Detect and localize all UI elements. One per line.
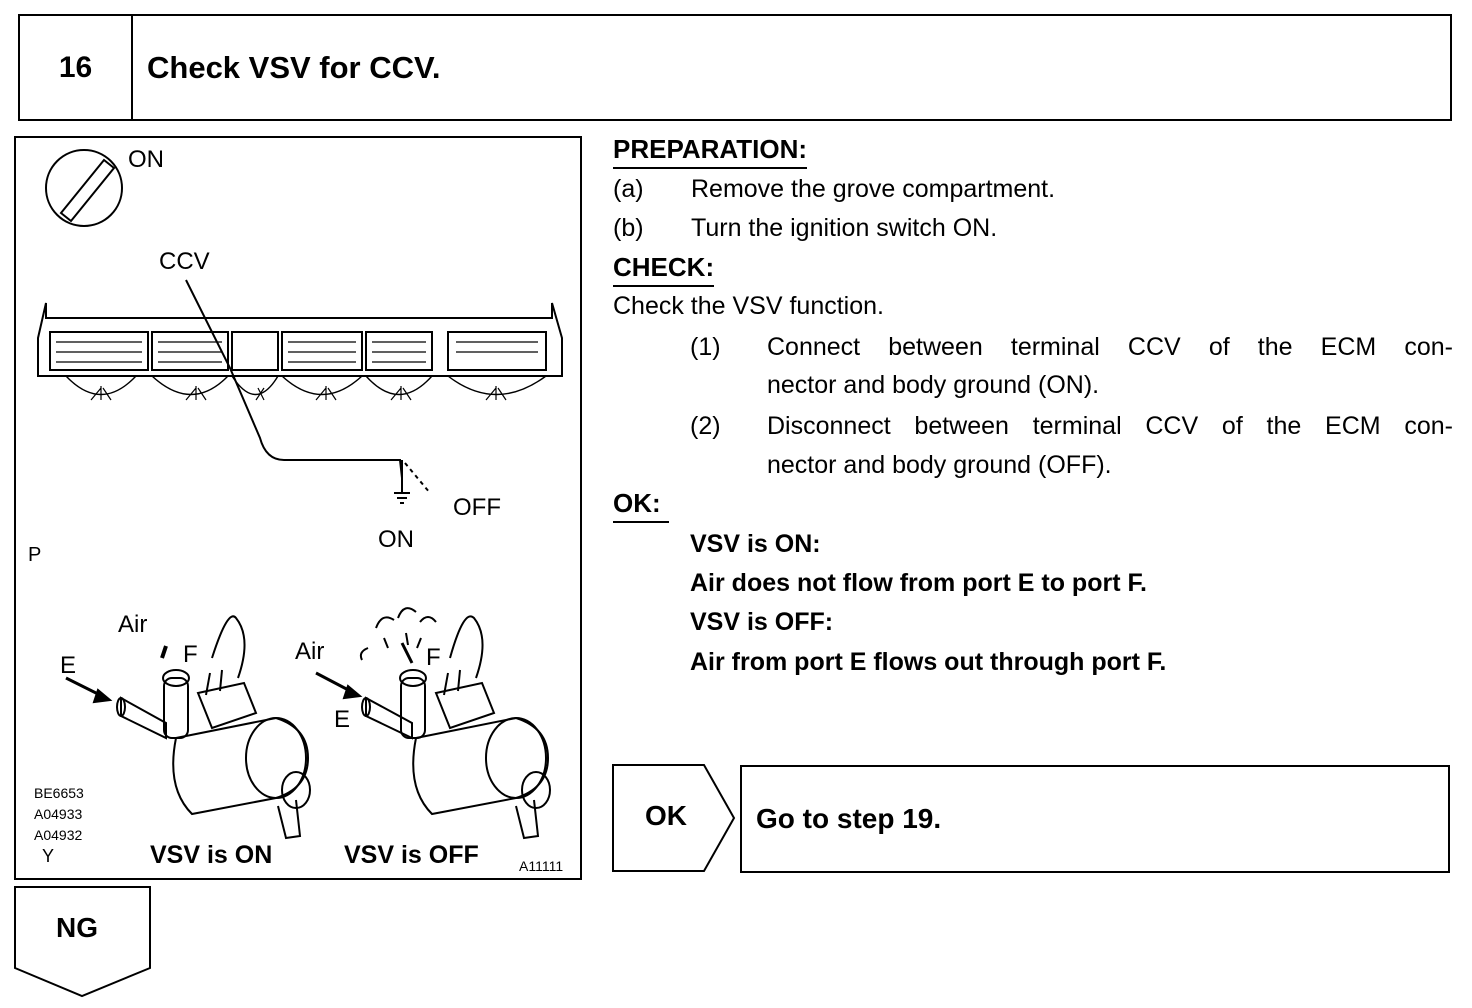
prep-text-a: Remove the grove compartment.: [691, 175, 1056, 203]
ok-heading-text: OK:: [613, 488, 661, 518]
ok-arrow-shape: [612, 764, 736, 872]
right-port-e-label: E: [334, 706, 351, 733]
step-title: Check VSV for CCV.: [147, 49, 441, 85]
left-air-label: Air: [118, 611, 148, 638]
ok-criterion-line: Air does not flow from port E to port F.: [690, 569, 1147, 597]
ok-criterion-line: Air from port E flows out through port F…: [690, 648, 1167, 676]
switch-on-label: ON: [378, 526, 414, 553]
ok-result-arrow: OK: [612, 764, 736, 872]
heading-underline: [613, 521, 669, 523]
preparation-heading-text: PREPARATION:: [613, 134, 808, 164]
ignition-on-label: ON: [128, 146, 164, 173]
check-step-marker-2: (2): [690, 412, 721, 440]
reference-code: A04933: [34, 806, 83, 822]
step-header: 16 Check VSV for CCV.: [18, 14, 1452, 121]
ccv-terminal-label: CCV: [159, 248, 210, 275]
check-step-1-line1: Connect between terminal CCV of the ECM …: [767, 333, 1453, 361]
check-heading-text: CHECK:: [613, 252, 715, 282]
reference-code: BE6653: [34, 785, 84, 801]
check-step-1-line2: nector and body ground (ON).: [767, 371, 1100, 399]
ok-heading: OK:: [613, 488, 669, 523]
figure-code: A11111: [519, 858, 564, 874]
check-intro: Check the VSV function.: [613, 292, 884, 320]
illustration-drawing: [37, 149, 563, 840]
vsv-illustration: ON CCV OFF ON P Air E F VSV is ON Air E …: [14, 136, 582, 880]
reference-codes: BE6653 A04933 A04932 Y: [34, 783, 84, 867]
ng-result-arrow: NG: [14, 886, 152, 998]
ng-arrow-shape: [14, 886, 151, 998]
check-step-2-line1: Disconnect between terminal CCV of the E…: [767, 412, 1453, 440]
prep-marker-a: (a): [613, 175, 644, 203]
ignition-key-icon: [45, 149, 123, 227]
switch-off-label: OFF: [453, 494, 501, 521]
ground-switch-icon: [394, 460, 431, 504]
prep-marker-b: (b): [613, 214, 644, 242]
right-port-f-label: F: [426, 644, 441, 671]
vsv-on-icon: [65, 615, 311, 840]
corner-y-label: Y: [42, 846, 55, 866]
ccv-wire: [185, 279, 403, 479]
left-port-e-label: E: [60, 652, 77, 679]
ok-result-label: OK: [645, 800, 687, 831]
ng-result-label: NG: [56, 912, 98, 943]
left-port-f-label: F: [183, 641, 198, 668]
check-step-2-line2: nector and body ground (OFF).: [767, 451, 1112, 479]
corner-p-label: P: [28, 544, 42, 566]
heading-underline: [613, 285, 715, 287]
ecm-connector-icon: [37, 302, 563, 401]
right-air-label: Air: [295, 638, 325, 665]
reference-code: A04932: [34, 827, 83, 843]
ok-criterion-line: VSV is ON:: [690, 530, 821, 558]
check-step-marker-1: (1): [690, 333, 721, 361]
vsv-off-caption: VSV is OFF: [344, 841, 479, 869]
check-heading: CHECK:: [613, 252, 715, 287]
vsv-off-icon: [315, 607, 551, 840]
step-number: 16: [20, 16, 133, 119]
preparation-heading: PREPARATION:: [613, 134, 808, 169]
ok-criterion-line: VSV is OFF:: [690, 608, 834, 636]
ok-action-box: Go to step 19.: [740, 765, 1450, 873]
heading-underline: [613, 167, 808, 169]
prep-text-b: Turn the ignition switch ON.: [691, 214, 998, 242]
vsv-on-caption: VSV is ON: [150, 841, 273, 869]
